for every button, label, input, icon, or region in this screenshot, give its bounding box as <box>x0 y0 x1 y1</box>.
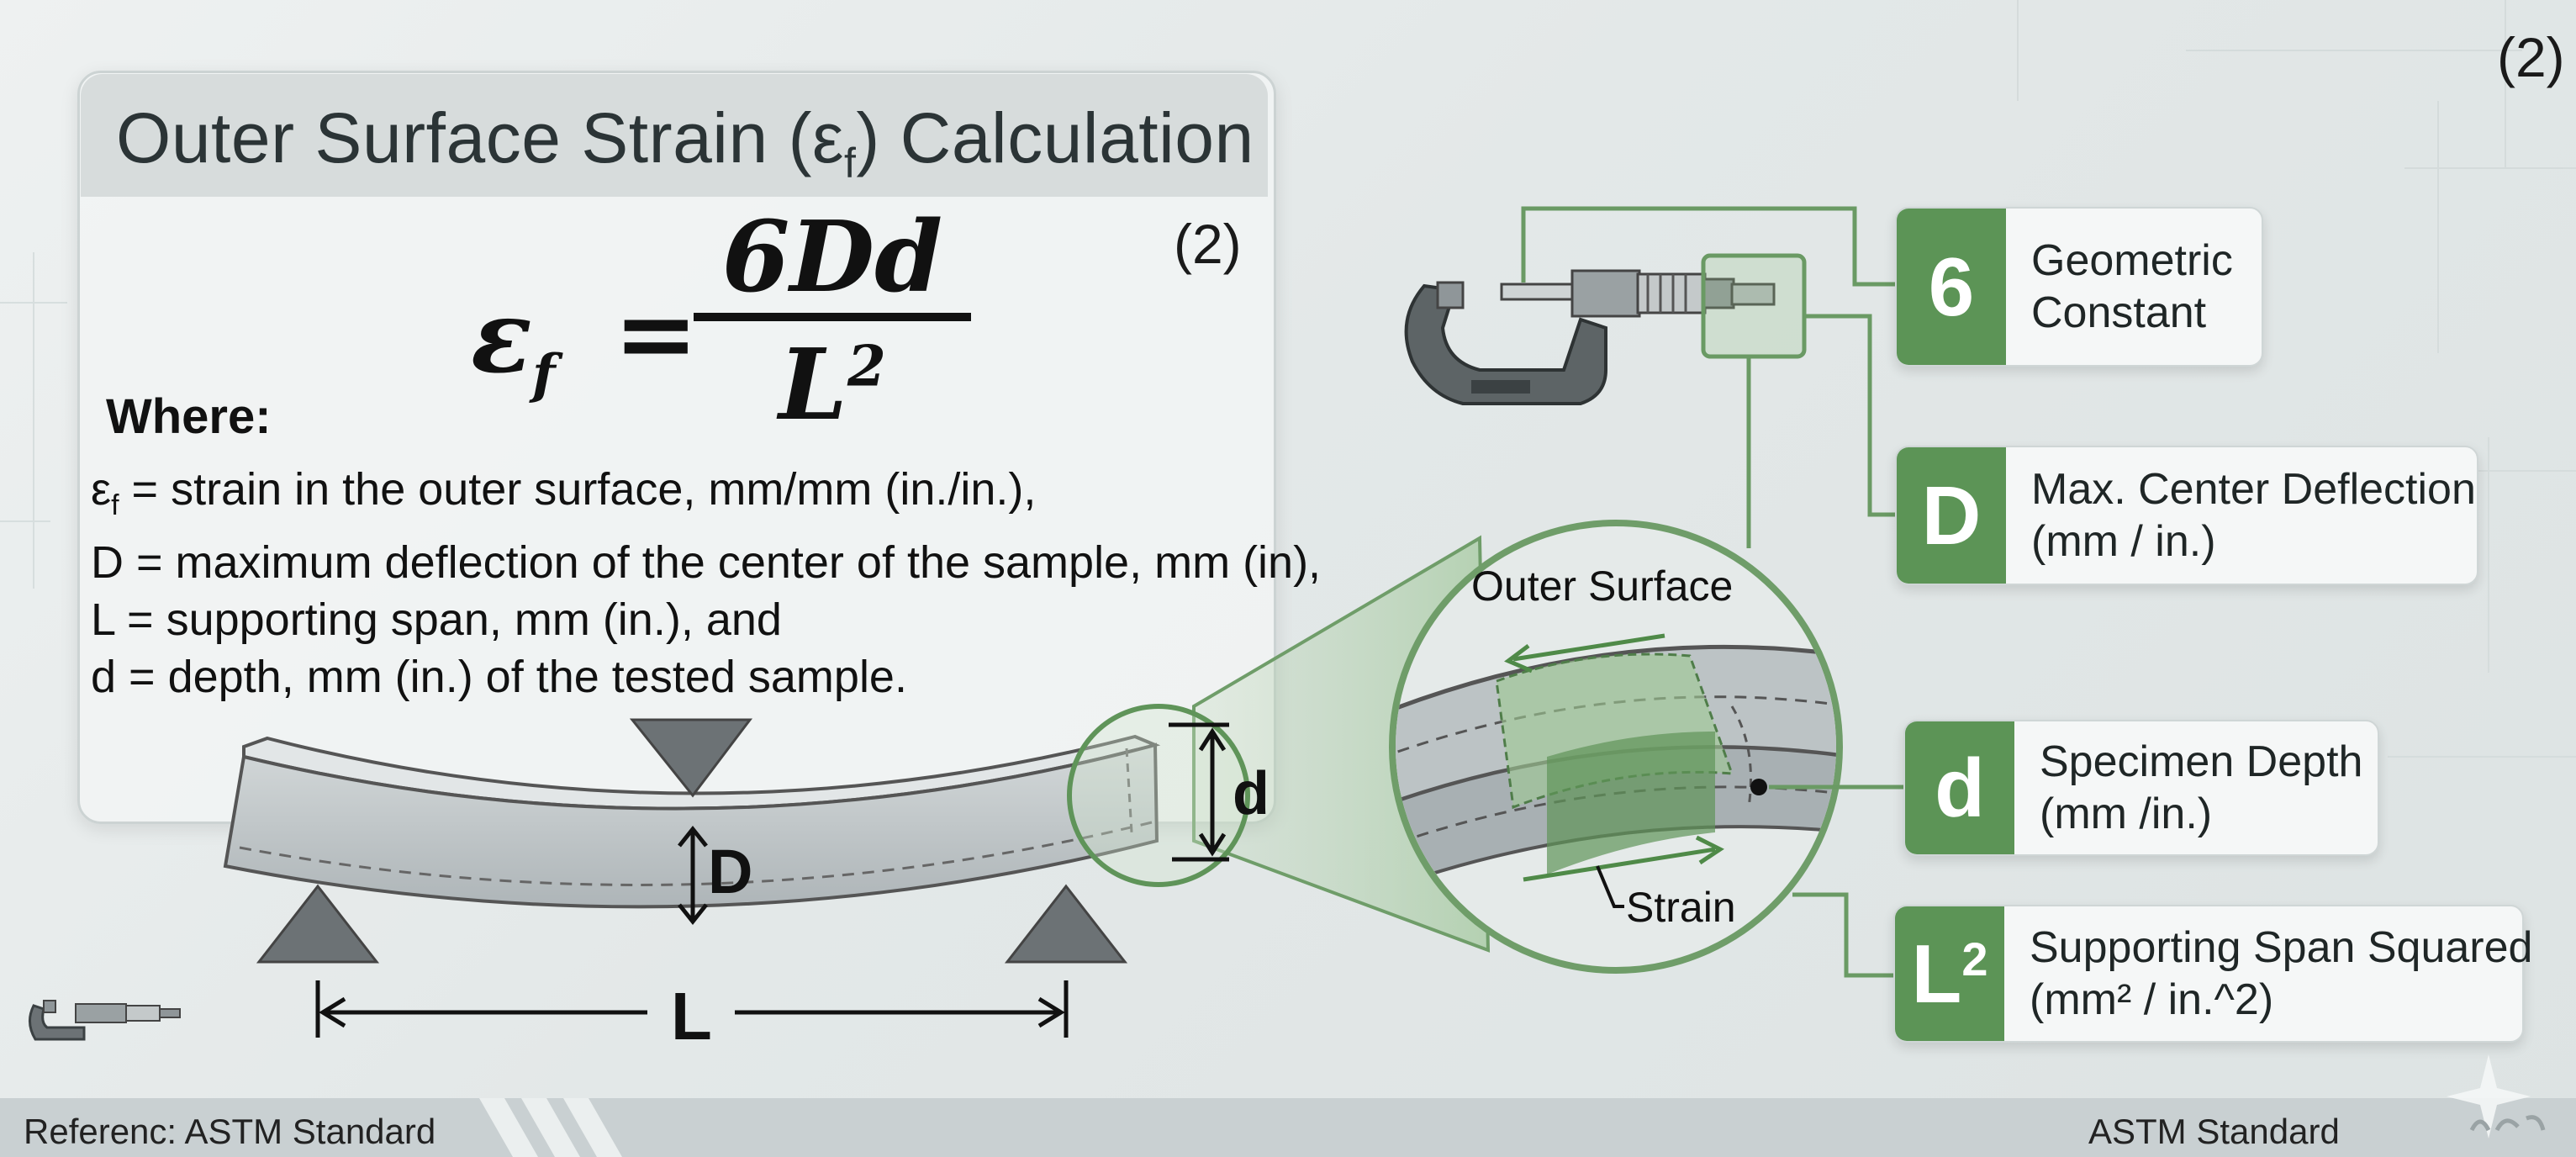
depth-arrow <box>1169 722 1229 862</box>
page-title: Outer Surface Strain (εf) Calculation <box>116 98 1254 187</box>
legend-item-max-deflection: D Max. Center Deflection(mm / in.) <box>1895 446 2478 585</box>
definition-deflection: D = maximum deflection of the center of … <box>91 536 1322 588</box>
micrometer-icon <box>1404 269 1776 405</box>
strain-label: Strain <box>1626 884 1736 931</box>
definition-strain: εf = strain in the outer surface, mm/mm … <box>91 464 1037 521</box>
footer-bar <box>0 1098 2576 1157</box>
footer-stripes <box>479 1098 622 1157</box>
equation-number: (2) <box>1174 213 1242 275</box>
legend-description: Max. Center Deflection(mm / in.) <box>2031 465 2476 566</box>
legend-description: Specimen Depth(mm /in.) <box>2040 737 2363 838</box>
loading-nose <box>629 718 753 798</box>
span-label: L <box>671 979 712 1054</box>
fraction-bar <box>694 313 971 321</box>
definition-depth: d = depth, mm (in.) of the tested sample… <box>91 651 907 702</box>
brand-logo-icon <box>2447 1054 2546 1139</box>
right-support <box>1004 884 1128 964</box>
definition-span: L = supporting span, mm (in.), and <box>91 594 782 645</box>
span-dimension <box>315 980 1069 1038</box>
magnified-view <box>1389 520 1843 974</box>
outer-surface-label: Outer Surface <box>1471 563 1733 610</box>
title-bar <box>81 74 1268 197</box>
footer-standard: ASTM Standard <box>2088 1112 2340 1151</box>
formula-lhs: εf <box>471 277 556 406</box>
connector-lines <box>1521 206 1907 978</box>
formula-numerator: 6Dd <box>721 200 943 314</box>
legend-symbol: d <box>1905 721 2014 854</box>
specimen-beam <box>223 734 1161 909</box>
formula-denominator: L2 <box>779 328 886 442</box>
formula-equals: = <box>614 274 699 393</box>
footer-reference: Referenc: ASTM Standard <box>24 1112 436 1151</box>
definitions-list: εf = strain in the outer surface, mm/mm … <box>91 461 1321 705</box>
where-label: Where: <box>106 389 272 444</box>
deflection-label: D <box>708 837 752 906</box>
legend-symbol: D <box>1897 447 2006 584</box>
depth-label: d <box>1233 760 1270 827</box>
left-support <box>256 884 380 964</box>
deflection-arrow <box>678 825 708 926</box>
page-number: (2) <box>2497 26 2565 88</box>
mini-micrometer-icon <box>29 1000 181 1041</box>
legend-item-specimen-depth: d Specimen Depth(mm /in.) <box>1903 720 2379 856</box>
legend-description: Supporting Span Squared(mm² / in.^2) <box>2030 923 2533 1024</box>
legend-symbol: 6 <box>1897 209 2006 365</box>
